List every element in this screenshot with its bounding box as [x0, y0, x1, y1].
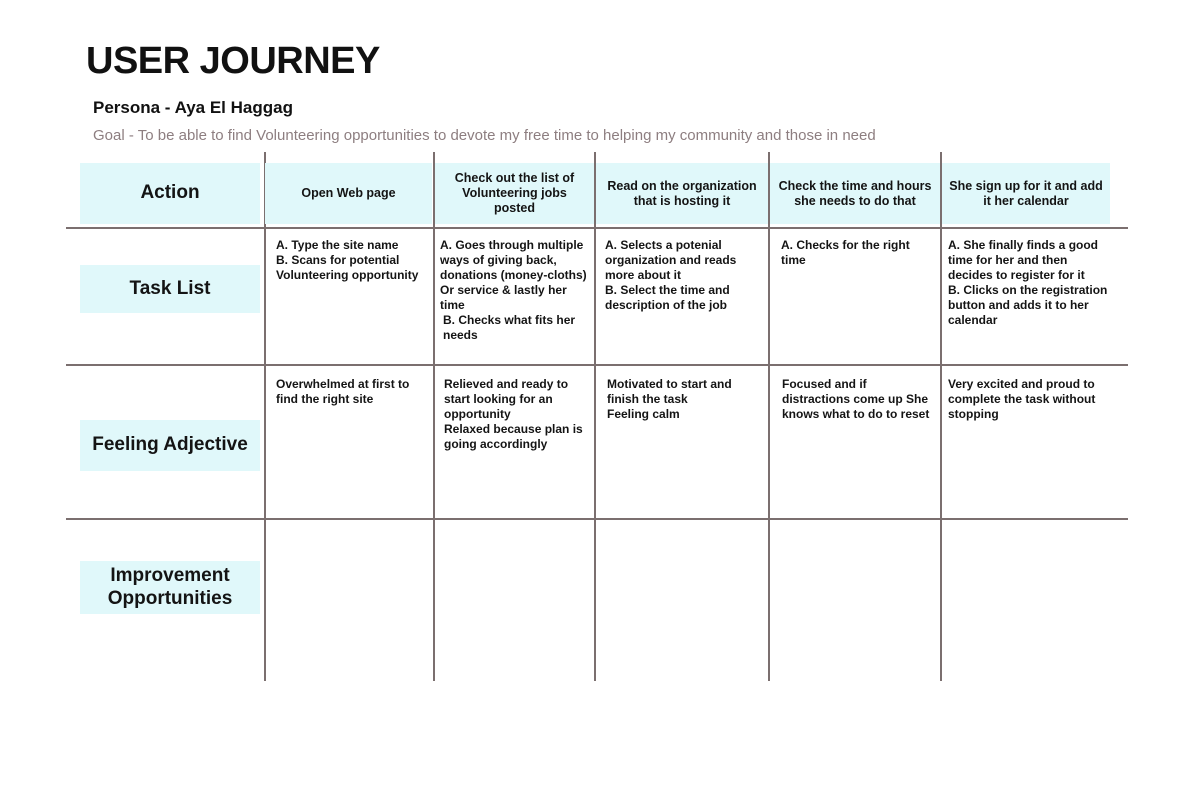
improvement-cell-4 [770, 520, 940, 681]
row-label-feeling-adjective: Feeling Adjective [80, 420, 260, 471]
feeling-item: Relaxed because plan is going accordingl… [444, 422, 583, 451]
task-cell-1: A. Type the site name B. Scans for poten… [276, 238, 428, 283]
row-label-action: Action [80, 163, 260, 224]
improvement-cell-5 [942, 520, 1110, 681]
task-item: B. Checks what fits her needs [443, 313, 576, 342]
feeling-cell-4: Focused and if distractions come up She … [782, 377, 932, 422]
improvement-cell-2 [435, 520, 594, 681]
task-cell-4: A. Checks for the right time [781, 238, 933, 268]
grid-line-vertical-2 [433, 152, 435, 681]
feeling-item: Motivated to start and finish the task [607, 377, 732, 406]
column-header-text: Check the time and hours she needs to do… [778, 178, 932, 208]
task-item: B. Select the time and description of th… [605, 283, 730, 312]
page-title: USER JOURNEY [86, 40, 380, 82]
row-label-action-text: Action [140, 182, 200, 204]
task-item: A. Checks for the right time [781, 238, 910, 267]
feeling-item: Overwhelmed at first to find the right s… [276, 377, 410, 406]
grid-line-vertical-4 [768, 152, 770, 681]
column-header-text: Check out the list of Volunteering jobs … [454, 171, 575, 215]
feeling-cell-3: Motivated to start and finish the task F… [607, 377, 747, 422]
feeling-item: Very excited and proud to complete the t… [948, 377, 1096, 421]
grid-line-horizontal-2 [66, 364, 1128, 366]
task-cell-5: A. She finally finds a good time for her… [948, 238, 1108, 328]
column-header-sign-up: She sign up for it and add it her calend… [942, 163, 1110, 224]
feeling-item: Relieved and ready to start looking for … [444, 377, 569, 421]
task-cell-3: A. Selects a potenial organization and r… [605, 238, 760, 313]
row-label-feeling-adjective-text: Feeling Adjective [92, 434, 248, 456]
feeling-cell-5: Very excited and proud to complete the t… [948, 377, 1098, 422]
task-item: A. Goes through multiple ways of giving … [440, 238, 587, 312]
grid-line-vertical-5 [940, 152, 942, 681]
task-cell-2: A. Goes through multiple ways of giving … [440, 238, 591, 343]
grid-line-horizontal-1 [66, 227, 1128, 229]
feeling-item: Focused and if distractions come up She … [782, 377, 930, 421]
grid-line-vertical-1 [264, 152, 266, 681]
task-item: A. Type the site name [276, 238, 399, 252]
row-label-improvement-opportunities: Improvement Opportunities [80, 561, 260, 614]
row-label-improvement-opportunities-text: Improvement Opportunities [107, 564, 233, 609]
grid-line-horizontal-3 [66, 518, 1128, 520]
task-item: B. Scans for potential Volunteering oppo… [276, 253, 419, 282]
row-label-task-list: Task List [80, 265, 260, 313]
persona-name: Persona - Aya El Haggag [93, 98, 293, 117]
feeling-item: Feeling calm [607, 407, 680, 421]
task-item: B. Clicks on the registration button and… [948, 283, 1108, 327]
grid-line-vertical-3 [594, 152, 596, 681]
column-header-check-time: Check the time and hours she needs to do… [770, 163, 940, 224]
feeling-cell-2: Relieved and ready to start looking for … [444, 377, 584, 452]
row-label-task-list-text: Task List [129, 277, 211, 299]
improvement-cell-1 [266, 520, 432, 681]
improvement-cell-3 [596, 520, 768, 681]
column-header-text: She sign up for it and add it her calend… [949, 178, 1103, 208]
feeling-cell-1: Overwhelmed at first to find the right s… [276, 377, 428, 407]
column-header-open-web-page: Open Web page [265, 163, 432, 224]
goal-text: Goal - To be able to find Volunteering o… [93, 127, 876, 144]
column-header-text: Read on the organization that is hosting… [607, 178, 757, 208]
column-header-read-organization: Read on the organization that is hosting… [596, 163, 768, 224]
task-item: A. Selects a potenial organization and r… [605, 238, 737, 282]
column-header-text: Open Web page [301, 186, 396, 200]
column-header-check-list: Check out the list of Volunteering jobs … [435, 163, 594, 224]
task-item: A. She finally finds a good time for her… [948, 238, 1099, 282]
